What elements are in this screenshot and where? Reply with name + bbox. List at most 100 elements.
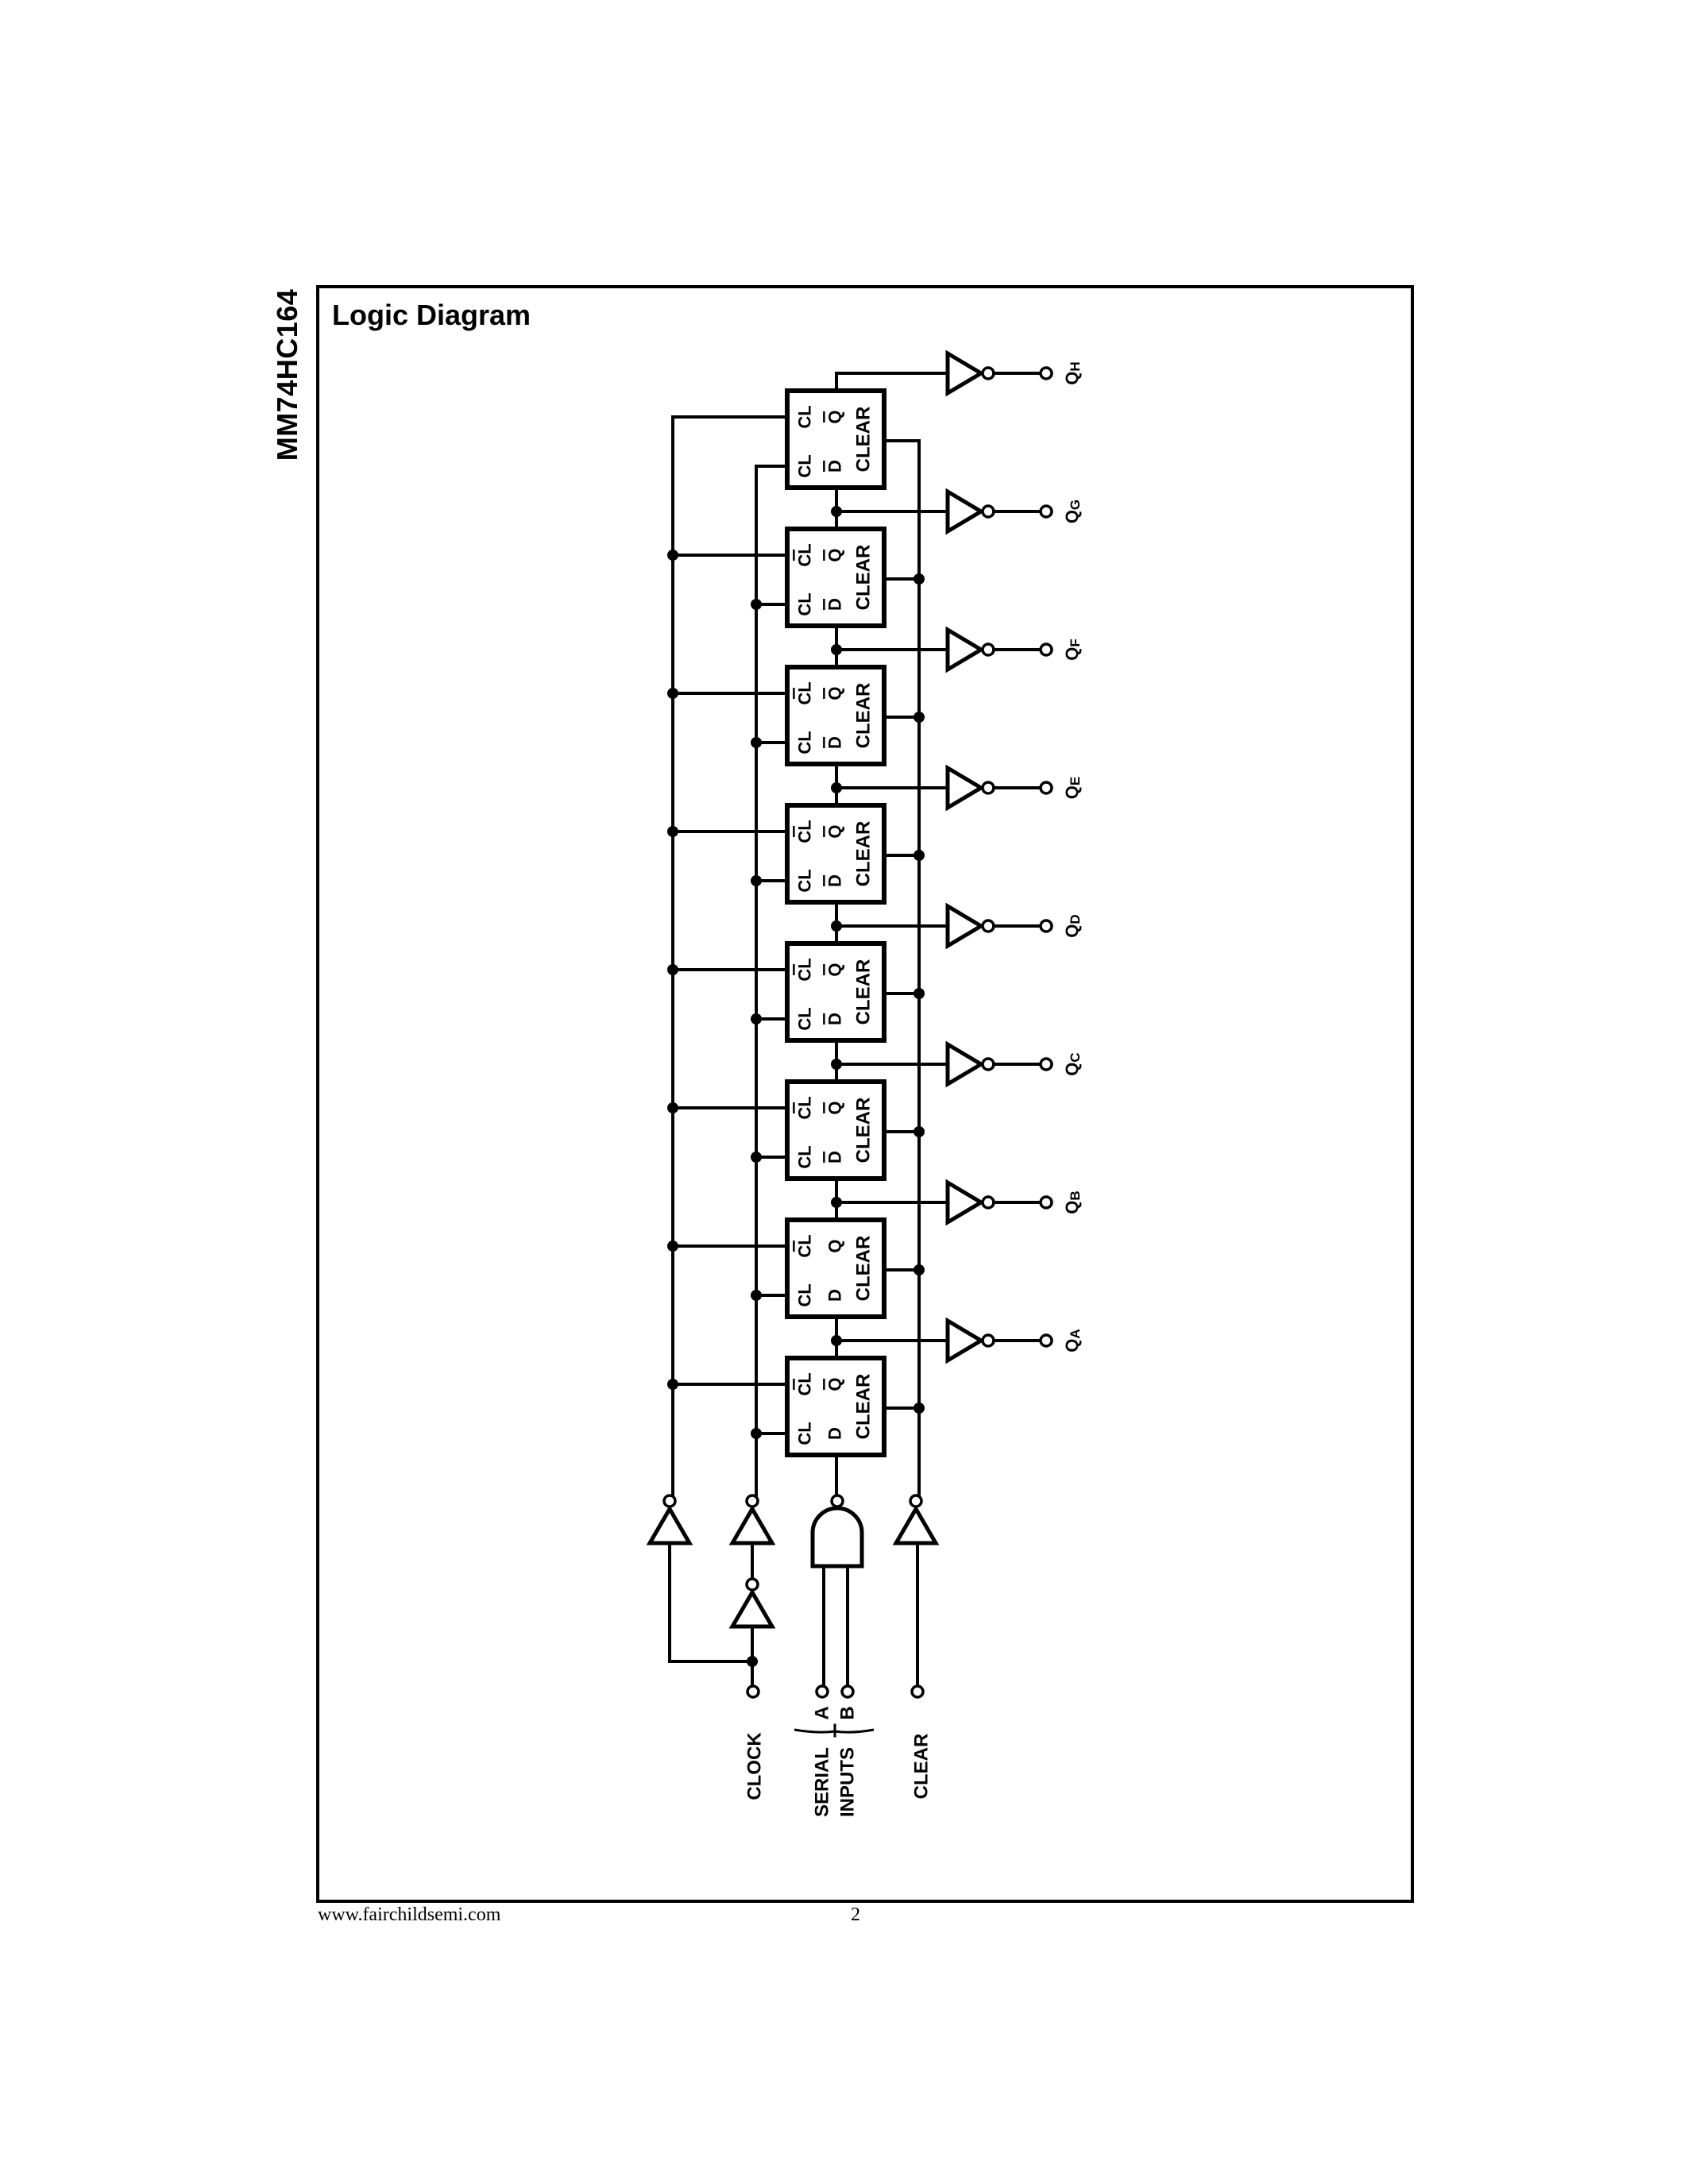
inverter-bubble-icon [745,1577,759,1592]
serial-input-a-terminal [815,1684,829,1699]
serial-b-label: B [837,1706,859,1719]
ff-q-label-text: Q [825,1239,845,1252]
inputs-label-text: INPUTS [837,1747,859,1817]
ff-d-label: D [825,1289,845,1302]
ff-clock-label: CL [795,454,815,477]
ff-clock-bar-label: CL [793,820,815,843]
output-terminal [1039,781,1053,795]
output-label: QG [1062,500,1083,523]
inverter-bubble-icon [981,1057,995,1071]
ff-clock-label-text: CL [795,592,815,615]
ff-clear-label-text: CLEAR [853,407,875,473]
inverter-bubble-icon [981,919,995,933]
ff-clock-label-text: CL [795,1145,815,1168]
output-label-text: QA [1062,1329,1083,1352]
ff-d-label-text: D [825,460,845,473]
ff-clear-label: CLEAR [853,683,875,749]
inverter-triangle-icon [945,1317,985,1364]
flip-flop-ff7: CL CL Q D CLEAR [667,486,925,628]
output-label: QB [1062,1190,1083,1214]
clear-label-text: CLEAR [911,1734,933,1800]
ff-clock-label: CL [795,869,815,892]
ff-clock-label: CL [795,1283,815,1306]
output-inverter-e: QE [835,764,1083,812]
and-gate-icon [810,1506,864,1569]
serial-a-label-text: A [812,1706,833,1719]
ff-d-label-text: D [825,736,845,749]
output-terminal [1039,504,1053,519]
ff-clear-label: CLEAR [853,407,875,473]
ff-q-label: Q [823,1101,845,1115]
junction-dot [914,1264,925,1275]
ff-clock-bar-label-text: CL [795,681,815,704]
ff-q-label-text: Q [825,410,845,423]
output-label-text: QF [1062,639,1083,661]
junction-dot [751,737,762,748]
junction-dot [747,1656,758,1667]
ff-d-label: D [823,460,845,473]
inverter-triangle-icon [945,764,985,812]
ff-clock-bar-label-text: CL [795,405,815,428]
clear-inverter [892,1494,940,1545]
inverter-bubble-icon [981,642,995,657]
output-inverter-d: QD [835,902,1083,950]
ff-clock-bar-label: CL [793,958,815,982]
ff-d-label-text: D [825,598,845,611]
clock-inverter-1 [646,1494,693,1545]
inverter-triangle-icon [728,1588,776,1629]
ff-clock-label: CL [795,1422,815,1445]
ff-clock-bar-label-text: CL [795,958,815,981]
inverter-triangle-icon [945,1179,985,1226]
ff-q-label-text: Q [825,824,845,838]
ff-q-label-text: Q [825,1101,845,1114]
serial-label-text: SERIAL [812,1747,833,1817]
ff-clock-bar-label: CL [793,1372,815,1396]
output-inverter-f: QF [835,626,1083,673]
ff-q-label: Q [823,824,845,839]
output-inverter-b: QB [835,1179,1083,1226]
ff-q-label-text: Q [825,963,845,976]
and-gate-bubble-icon [830,1494,844,1508]
output-label: QE [1062,777,1083,799]
output-label-text: QB [1062,1190,1083,1214]
ff-clear-label-text: CLEAR [853,683,875,749]
ff-clear-label-text: CLEAR [853,821,875,887]
junction-dot [667,550,678,561]
ff-q-label: Q [823,548,845,562]
junction-dot [667,964,678,975]
ff-clock-bar-label-text: CL [795,1096,815,1119]
output-label: QC [1062,1052,1083,1075]
junction-dot [751,1013,762,1024]
output-label-text: QD [1062,914,1083,937]
clock-input-terminal [746,1684,760,1699]
ff-q-label-text: Q [825,686,845,700]
ff-clock-bar-label-text: CL [795,820,815,843]
output-label-text: QG [1062,500,1083,523]
inverter-triangle-icon [892,1505,940,1545]
junction-dot [667,688,678,699]
inverter-bubble-icon [981,1195,995,1210]
junction-dot [914,988,925,999]
ff-clock-bar-label: CL [793,543,815,567]
inverter-bubble-icon [662,1494,677,1508]
ff-d-label: D [823,1151,845,1163]
inverter-bubble-icon [909,1494,923,1508]
ff-clock-bar-label: CL [795,405,815,428]
junction-dot [914,1126,925,1137]
output-inverter-h: QH [835,349,1083,397]
ff-clock-bar-label: CL [793,1096,815,1120]
ff-d-label-text: D [825,1151,845,1163]
ff-q-label: Q [823,1377,845,1391]
ff-clear-label-text: CLEAR [853,545,875,611]
output-inverter-c: QC [835,1040,1083,1088]
junction-dot [751,1152,762,1163]
output-terminal [1039,919,1053,933]
junction-dot [667,1379,678,1390]
serial-a-label: A [812,1706,833,1719]
ff-d-label-text: D [825,1427,845,1440]
ff-d-label: D [823,1013,845,1025]
ff-d-label-text: D [825,874,845,887]
output-terminal [1039,1195,1053,1210]
